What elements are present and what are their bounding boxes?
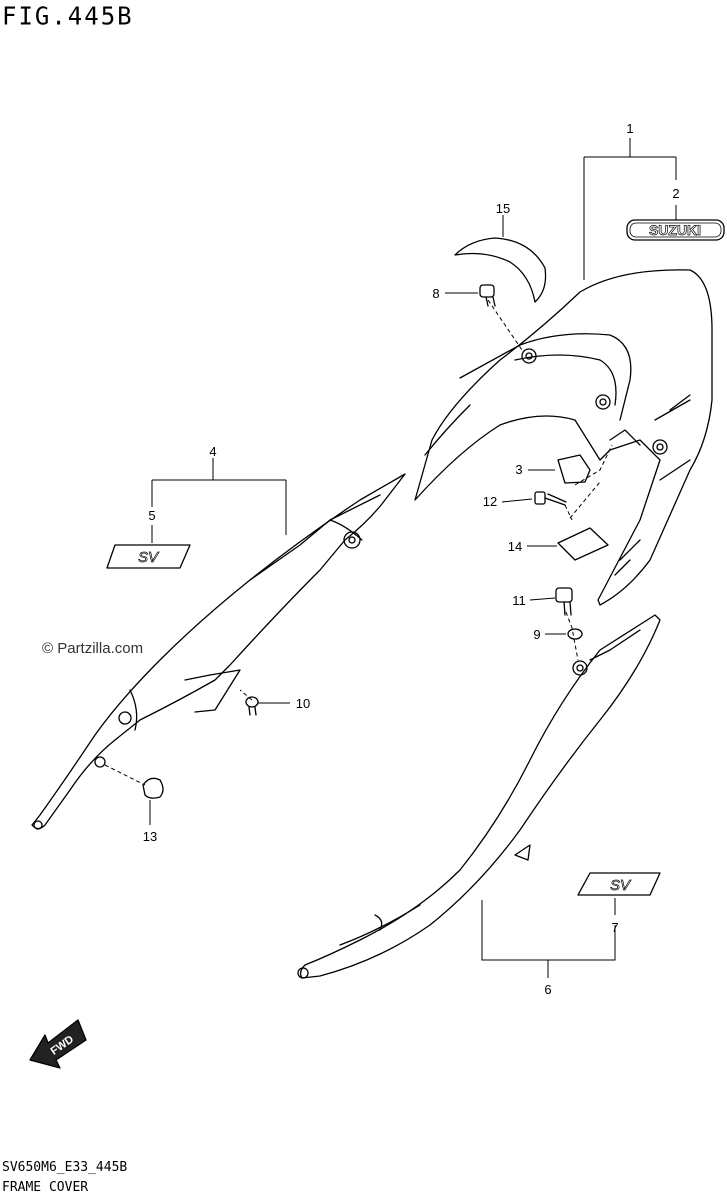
fig-title: FIG.445B [2, 1, 134, 31]
suzuki-emblem-text: SUZUKI [649, 222, 701, 238]
pad-14[interactable] [557, 527, 609, 561]
callout-3: 3 [515, 462, 522, 477]
cushion[interactable] [557, 454, 591, 484]
callout-15: 15 [496, 201, 510, 216]
callout-8: 8 [432, 286, 439, 301]
callout-5: 5 [148, 508, 155, 523]
nut-9[interactable] [567, 628, 583, 640]
callout-10: 10 [296, 696, 310, 711]
seat-pad[interactable] [454, 237, 547, 303]
bolt-8[interactable] [479, 284, 496, 307]
diagram-name: FRAME COVER [2, 1180, 89, 1195]
callout-1: 1 [626, 121, 633, 136]
callout-13: 13 [143, 829, 157, 844]
callout-11: 11 [512, 593, 526, 608]
sv-emblem-left-text: SV [138, 549, 160, 566]
callout-6: 6 [544, 982, 551, 997]
callout-4: 4 [209, 444, 216, 459]
screw-12[interactable] [534, 491, 567, 506]
fwd-arrow [29, 1019, 87, 1069]
watermark: © Partzilla.com [42, 640, 144, 657]
bolt-11[interactable] [555, 587, 573, 616]
tail-cover[interactable] [414, 269, 713, 606]
callout-12: 12 [483, 494, 497, 509]
sv-emblem-right-text: SV [610, 877, 632, 894]
callout-14: 14 [508, 539, 522, 554]
callout-7: 7 [611, 920, 618, 935]
sv-emblem-left[interactable] [106, 544, 191, 569]
grommet-13[interactable] [142, 777, 164, 799]
callout-9: 9 [533, 627, 540, 642]
callout-2: 2 [672, 186, 679, 201]
right-frame-cover[interactable] [297, 614, 661, 979]
diagram-code: SV650M6_E33_445B [2, 1160, 128, 1175]
sv-emblem-right[interactable] [577, 872, 661, 896]
clip-10[interactable] [245, 696, 259, 716]
left-frame-cover[interactable] [31, 473, 406, 830]
